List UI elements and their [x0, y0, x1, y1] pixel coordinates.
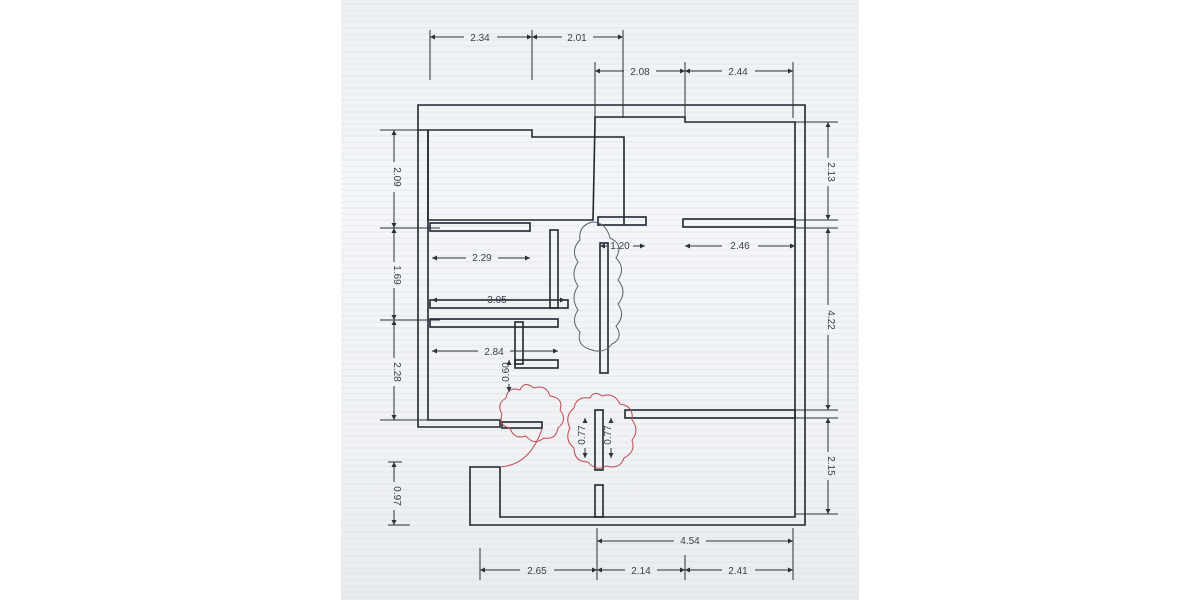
dimension-arrow [595, 68, 600, 74]
wall-segment [514, 359, 559, 369]
dim-interior-7: 0.77 [577, 425, 588, 445]
dimension-arrow [825, 228, 831, 233]
dim-interior-6: 0.60 [501, 362, 512, 382]
dim-bottom-overall: 4.54 [680, 536, 700, 547]
dim-left-2: 1.69 [391, 265, 402, 285]
dimension-arrow [432, 255, 437, 261]
dimension-arrow [525, 255, 530, 261]
dimension-lines [380, 30, 838, 580]
dimension-arrow [391, 520, 397, 525]
dimension-arrow [788, 538, 793, 544]
dimension-arrow [600, 243, 605, 249]
door-swings [499, 221, 637, 469]
dimension-arrow [825, 405, 831, 410]
dimension-arrow [788, 567, 793, 573]
outer-wall [417, 104, 806, 526]
dimension-arrow [432, 297, 437, 303]
dimension-arrow [391, 228, 397, 233]
dimension-arrow [685, 567, 690, 573]
dimension-arrow [527, 34, 532, 40]
dim-right-1: 2.13 [825, 162, 836, 182]
wall-segment [624, 409, 796, 419]
door-swing-center [567, 392, 637, 469]
wall-segment [514, 321, 524, 365]
wall-segment [594, 484, 604, 518]
wall-segment [501, 421, 543, 429]
dim-top-4: 2.44 [728, 67, 748, 78]
dimension-labels: 2.34 2.01 2.08 2.44 2.09 1.69 2.28 0.97 … [391, 33, 836, 577]
wall-segment [429, 299, 569, 309]
dimension-arrow [825, 418, 831, 423]
dimension-arrow [391, 130, 397, 135]
dimension-arrow [680, 68, 685, 74]
dimension-arrow [553, 348, 558, 354]
dim-bottom-1: 2.65 [527, 566, 547, 577]
wall-segment [682, 218, 796, 228]
dimension-arrow [618, 34, 623, 40]
dimension-arrow [560, 297, 565, 303]
dimension-arrow [825, 509, 831, 514]
dimension-arrow [391, 462, 397, 467]
dimension-arrow [506, 360, 512, 365]
dim-left-3: 2.28 [391, 362, 402, 382]
dim-interior-1: 2.29 [472, 253, 492, 264]
dimension-arrow [391, 320, 397, 325]
dimension-arrow [506, 387, 512, 392]
dim-left-1: 2.09 [391, 167, 402, 187]
dimension-arrow [680, 567, 685, 573]
wall-segment [429, 222, 531, 232]
wall-segment [429, 318, 559, 328]
dimension-arrow [825, 122, 831, 127]
dim-interior-5: 2.46 [730, 241, 750, 252]
door-swing-hallway [573, 221, 624, 352]
dimension-arrow [788, 68, 793, 74]
dimension-arrow [790, 243, 795, 249]
wall-segment [594, 409, 604, 471]
dimension-arrow [430, 34, 435, 40]
door-swing-entry [499, 428, 543, 468]
wall-segment [549, 229, 559, 309]
dimension-arrow [391, 415, 397, 420]
dim-left-4: 0.97 [391, 486, 402, 506]
dim-top-1: 2.34 [470, 33, 490, 44]
dimension-arrow [391, 315, 397, 320]
dim-interior-3: 2.84 [484, 347, 504, 358]
dimension-arrow [582, 418, 588, 423]
dim-interior-2: 3.05 [487, 295, 507, 306]
dimension-arrow [532, 34, 537, 40]
dimension-arrow [391, 223, 397, 228]
wall-segment [599, 242, 609, 374]
exterior-walls [417, 104, 806, 526]
dimension-arrow [582, 453, 588, 458]
dimension-arrow [685, 243, 690, 249]
dimension-arrow [608, 418, 614, 423]
dim-top-3: 2.08 [630, 67, 650, 78]
dim-right-2: 4.22 [825, 310, 836, 330]
door-swing-bath [499, 384, 564, 442]
dimension-arrow [480, 567, 485, 573]
dimension-arrow [640, 243, 645, 249]
dim-bottom-2: 2.14 [631, 566, 651, 577]
dimension-arrow [432, 348, 437, 354]
dim-interior-4: 1.20 [610, 241, 630, 252]
dim-interior-8: 0.77 [603, 425, 614, 445]
dimension-arrow [825, 215, 831, 220]
dimension-arrow [597, 567, 602, 573]
dim-bottom-3: 2.41 [728, 566, 748, 577]
outer-wall-top-inner [428, 129, 625, 225]
dim-right-3: 2.15 [825, 456, 836, 476]
outer-wall-left [417, 130, 501, 428]
dimension-arrow [608, 453, 614, 458]
dimension-arrow [597, 538, 602, 544]
wall-segment [597, 216, 647, 226]
dim-top-2: 2.01 [567, 33, 587, 44]
interior-walls [429, 216, 796, 518]
dimension-arrow [592, 567, 597, 573]
dimension-arrow [685, 68, 690, 74]
